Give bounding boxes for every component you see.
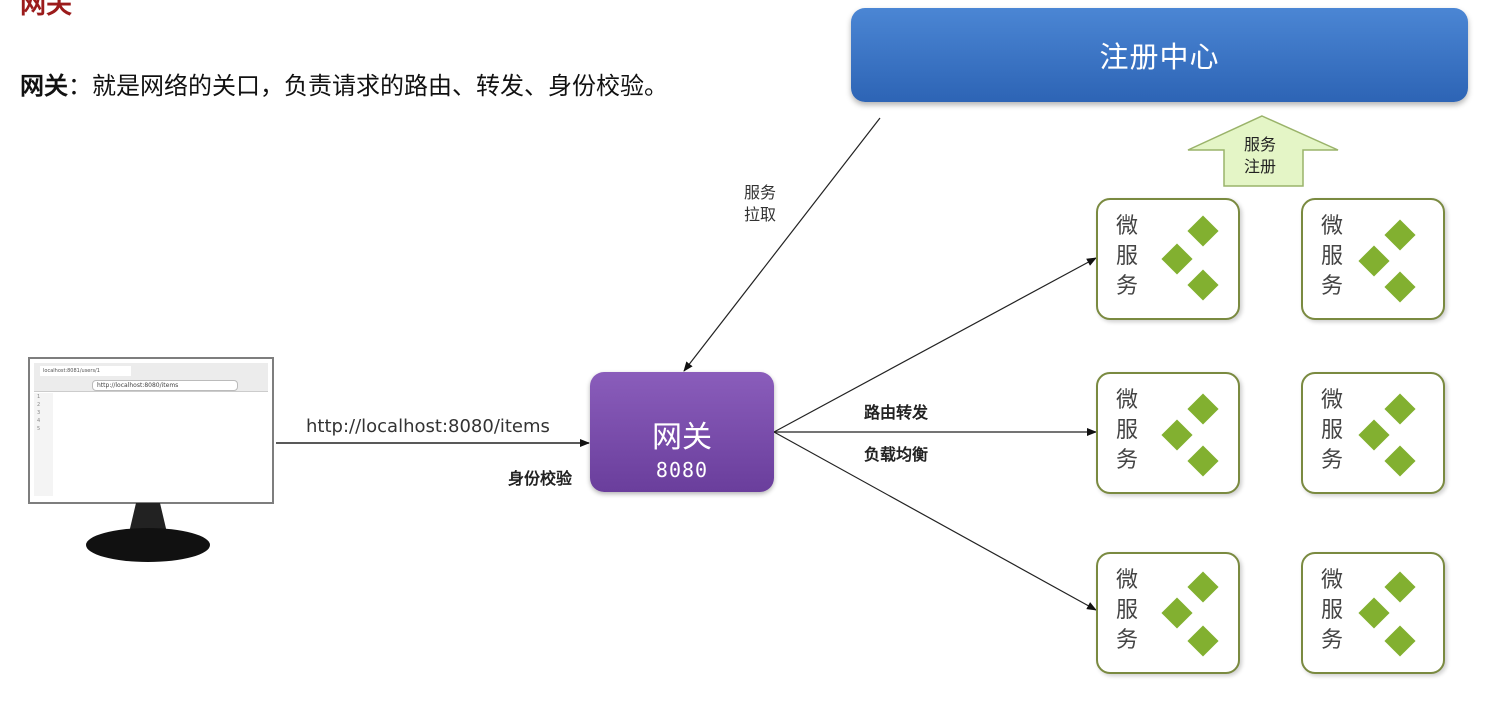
ms-char: 服 [1116,244,1139,269]
service-pull-line2: 拉取 [744,205,777,224]
ms-char: 微 [1321,214,1344,239]
ms-char: 微 [1321,388,1344,413]
diamond-icon [1358,597,1390,629]
ms-char: 服 [1321,418,1344,443]
diamond-icon [1187,269,1219,301]
gateway-description: 网关：就是网络的关口，负责请求的路由、转发、身份校验。 [20,66,668,101]
diamond-icon [1358,419,1390,451]
diamond-icon [1384,445,1416,477]
diamond-icon [1384,271,1416,303]
microservice-label: 微服务 [1321,566,1345,656]
line-number: 2 [37,402,41,408]
diamond-icon [1187,215,1219,247]
microservice-label: 微服务 [1116,386,1140,476]
route-arrow-top [773,257,1097,433]
description-term: 网关 [20,72,68,100]
ms-char: 务 [1321,448,1344,473]
ms-char: 服 [1321,598,1344,623]
diamond-icon [1384,571,1416,603]
register-up-arrow [1187,115,1339,187]
load-balance-label: 负载均衡 [864,445,929,464]
microservice-label: 微服务 [1116,212,1140,302]
line-number: 1 [37,394,41,400]
gateway-node: 网关 8080 [590,372,774,492]
service-register-line1: 服务 [1244,135,1277,154]
ms-char: 服 [1321,244,1344,269]
ms-char: 微 [1116,388,1139,413]
service-register-label: 服务 注册 [1244,134,1276,178]
diamond-icon [1187,625,1219,657]
diamond-icon [1384,625,1416,657]
ms-char: 务 [1321,274,1344,299]
service-register-line2: 注册 [1244,157,1277,176]
line-number: 4 [37,418,41,424]
microservice-label: 微服务 [1116,566,1140,656]
request-url-label: http://localhost:8080/items [306,416,550,437]
ms-char: 务 [1116,628,1139,653]
diamond-icon [1384,219,1416,251]
diamond-icon [1161,243,1193,275]
microservice-node: 微服务 [1301,372,1445,494]
ms-char: 微 [1116,214,1139,239]
gateway-name: 网关 [652,420,712,455]
diamond-icon [1358,245,1390,277]
routing-label: 路由转发 [864,403,929,422]
line-number-gutter: 1 2 3 4 5 [34,393,53,496]
section-title: 网关 [20,0,73,20]
ms-char: 微 [1116,568,1139,593]
line-number: 5 [37,426,41,432]
auth-label: 身份校验 [508,469,573,488]
browser-tab: localhost:8081/users/1 [40,366,131,376]
service-pull-line1: 服务 [744,183,777,202]
ms-char: 服 [1116,598,1139,623]
description-text: ：就是网络的关口，负责请求的路由、转发、身份校验。 [68,72,668,100]
service-pull-arrow [683,117,881,372]
microservice-node: 微服务 [1301,552,1445,674]
route-arrow-bottom [773,431,1097,611]
diamond-icon [1187,571,1219,603]
monitor-stand [86,503,210,562]
line-number: 3 [37,410,41,416]
microservice-node: 微服务 [1301,198,1445,320]
microservice-node: 微服务 [1096,552,1240,674]
client-monitor: localhost:8081/users/1 http://localhost:… [28,357,274,562]
microservice-node: 微服务 [1096,198,1240,320]
diamond-icon [1161,597,1193,629]
ms-char: 服 [1116,418,1139,443]
browser-address-bar: http://localhost:8080/items [92,380,238,391]
gateway-port: 8080 [655,458,709,482]
diamond-icon [1187,393,1219,425]
diamond-icon [1384,393,1416,425]
microservice-label: 微服务 [1321,212,1345,302]
ms-char: 务 [1116,448,1139,473]
ms-char: 务 [1116,274,1139,299]
ms-char: 微 [1321,568,1344,593]
microservice-label: 微服务 [1321,386,1345,476]
monitor-screen: localhost:8081/users/1 http://localhost:… [28,357,274,504]
ms-char: 务 [1321,628,1344,653]
diamond-icon [1187,445,1219,477]
registry-label: 注册中心 [1099,40,1220,74]
browser-toolbar: localhost:8081/users/1 http://localhost:… [34,363,268,392]
registry-center: 注册中心 [851,8,1468,102]
service-pull-label: 服务 拉取 [744,182,776,226]
microservice-node: 微服务 [1096,372,1240,494]
diamond-icon [1161,419,1193,451]
